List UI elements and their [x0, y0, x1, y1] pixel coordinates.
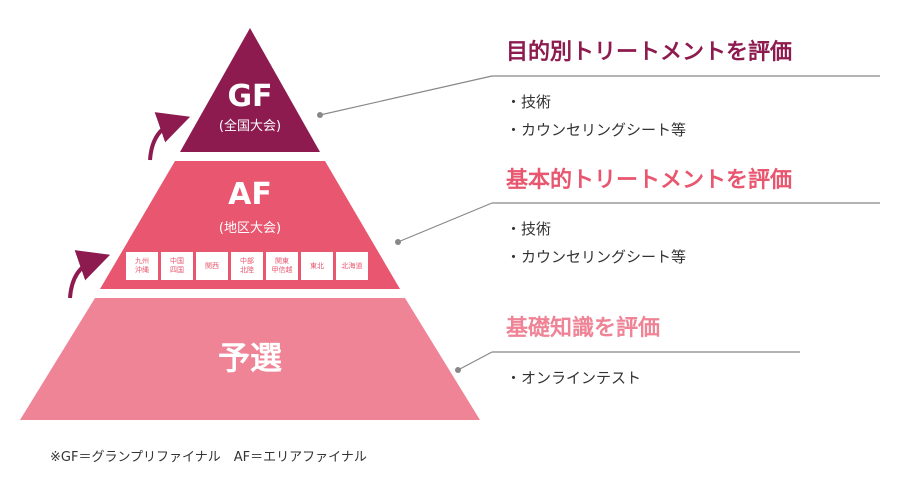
connector-af [395, 202, 880, 245]
arrow-af-to-gf-icon [148, 112, 191, 161]
region-badge: 中部 北陸 [231, 252, 263, 280]
yosen-section-title: 基礎知識を評価 [506, 316, 661, 341]
list-item: カウンセリングシート等 [506, 243, 686, 271]
list-item: オンラインテスト [506, 364, 641, 392]
region-badge: 北海道 [336, 252, 368, 280]
region-list: 九州 沖縄 中国 四国 関西 中部 北陸 関東 甲信越 東北 北海道 [126, 252, 374, 280]
region-badge: 中国 四国 [161, 252, 193, 280]
connector-gf [317, 75, 880, 118]
gf-tier [180, 28, 320, 152]
footnote: ※GF＝グランプリファイナル AF＝エリアファイナル [50, 450, 367, 465]
list-item: 技術 [506, 215, 686, 243]
yosen-section-list: オンラインテスト [506, 364, 641, 392]
region-badge: 九州 沖縄 [126, 252, 158, 280]
connector-yosen [455, 351, 800, 373]
yosen-label: 予選 [217, 339, 282, 377]
af-sublabel: (地区大会) [218, 221, 282, 236]
yosen-tier [20, 298, 480, 420]
region-badge: 関東 甲信越 [266, 252, 298, 280]
af-label: AF [228, 177, 272, 212]
gf-label: GF [227, 79, 273, 114]
af-section-title: 基本的トリートメントを評価 [506, 168, 793, 193]
list-item: カウンセリングシート等 [506, 116, 686, 144]
list-item: 技術 [506, 88, 686, 116]
gf-sublabel: (全国大会) [218, 119, 282, 134]
region-badge: 東北 [301, 252, 333, 280]
gf-section-title: 目的別トリートメントを評価 [506, 40, 793, 65]
region-badge: 関西 [196, 252, 228, 280]
gf-section-list: 技術 カウンセリングシート等 [506, 88, 686, 144]
af-section-list: 技術 カウンセリングシート等 [506, 215, 686, 271]
arrow-yosen-to-af-icon [68, 250, 111, 299]
